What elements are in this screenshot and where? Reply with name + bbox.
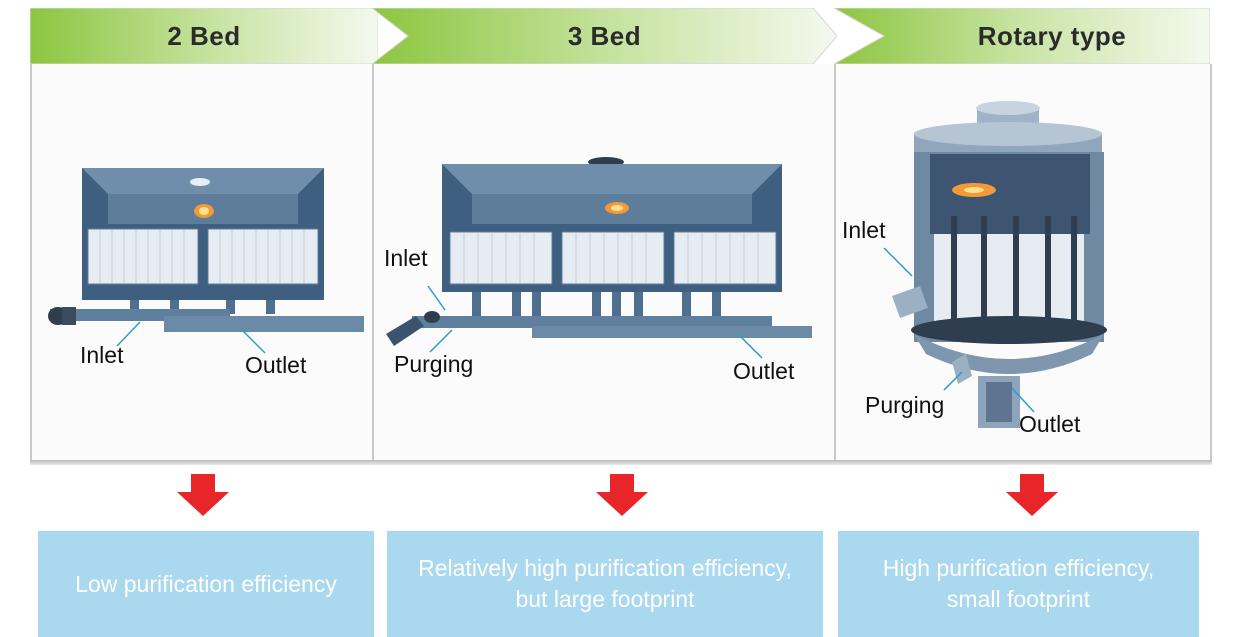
down-arrow-icon bbox=[177, 474, 229, 516]
header-2-bed-label: 2 Bed bbox=[167, 21, 241, 51]
three-bed-illustration bbox=[386, 157, 812, 346]
three-bed-outlet-label: Outlet bbox=[733, 358, 795, 384]
three-bed-inlet-label: Inlet bbox=[384, 245, 428, 271]
result-3-bed-text: Relatively high purification efficiency,… bbox=[418, 555, 792, 612]
result-2-bed: Low purification efficiency bbox=[38, 531, 374, 637]
panel-base-shadow bbox=[30, 460, 1212, 465]
result-rotary-text: High purification efficiency, small foot… bbox=[882, 555, 1155, 612]
three-bed-purging-label: Purging bbox=[394, 351, 474, 377]
rotary-illustration bbox=[892, 101, 1107, 428]
result-rotary: High purification efficiency, small foot… bbox=[838, 531, 1199, 637]
rotary-inlet-label: Inlet bbox=[842, 217, 886, 243]
rotary-purging-label: Purging bbox=[865, 392, 945, 418]
result-3-bed: Relatively high purification efficiency,… bbox=[387, 531, 823, 637]
header-3-bed-shape bbox=[372, 8, 837, 64]
down-arrow-icon bbox=[1006, 474, 1058, 516]
down-arrow-icon bbox=[596, 474, 648, 516]
header-rotary-label: Rotary type bbox=[977, 21, 1127, 51]
header-3-bed: 3 Bed bbox=[372, 8, 837, 64]
header-2-bed-shape bbox=[30, 8, 378, 64]
header-rotary-shape bbox=[834, 8, 1210, 64]
two-bed-inlet-label: Inlet bbox=[80, 342, 124, 368]
result-2-bed-text: Low purification efficiency bbox=[75, 570, 337, 597]
rotary-outlet-label: Outlet bbox=[1019, 411, 1081, 437]
two-bed-illustration bbox=[48, 168, 364, 332]
two-bed-outlet-label: Outlet bbox=[245, 352, 307, 378]
header-3-bed-label: 3 Bed bbox=[567, 21, 642, 51]
header-2-bed: 2 Bed bbox=[30, 8, 378, 64]
header-rotary: Rotary type bbox=[834, 8, 1210, 64]
